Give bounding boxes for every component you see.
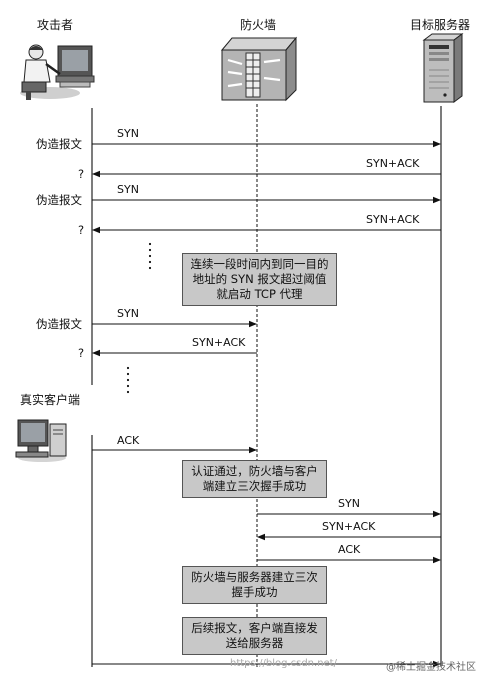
continuation-dots-1 [148, 242, 152, 270]
ack-label-2: ACK [338, 543, 361, 556]
question-label-3: ? [78, 346, 84, 360]
attacker-header: 攻击者 [37, 18, 73, 32]
client-icon [15, 419, 67, 462]
forged-label-3: 伪造报文 [36, 317, 82, 331]
client-header: 真实客户端 [20, 392, 80, 407]
note-direct-forward: 后续报文，客户端直接发送给服务器 [182, 617, 327, 655]
firewall-icon [220, 36, 298, 102]
forged-label-2: 伪造报文 [36, 193, 82, 207]
continuation-dots-2 [126, 366, 130, 394]
attacker-icon [20, 44, 95, 100]
question-label-2: ? [78, 223, 84, 237]
synack-label-4: SYN+ACK [322, 520, 376, 533]
watermark-credit: @稀土掘金技术社区 [386, 662, 476, 673]
server-icon [422, 33, 464, 103]
watermark-url: https://blog.csdn.net/ [230, 658, 337, 669]
synack-label-3: SYN+ACK [192, 336, 246, 349]
note-server-handshake: 防火墙与服务器建立三次握手成功 [182, 566, 327, 604]
note-client-handshake: 认证通过，防火墙与客户端建立三次握手成功 [182, 460, 327, 498]
syn-label-3: SYN [117, 307, 139, 320]
syn-label-2: SYN [117, 183, 139, 196]
syn-label-1: SYN [117, 127, 139, 140]
syn-label-4: SYN [338, 497, 360, 510]
synack-label-2: SYN+ACK [366, 213, 420, 226]
question-label-1: ? [78, 167, 84, 181]
note-tcp-proxy: 连续一段时间内到同一目的地址的 SYN 报文超过阈值就启动 TCP 代理 [182, 253, 337, 306]
firewall-header: 防火墙 [240, 17, 276, 32]
server-header: 目标服务器 [410, 17, 470, 32]
ack-label-1: ACK [117, 434, 140, 447]
forged-label-1: 伪造报文 [36, 137, 82, 151]
synack-label-1: SYN+ACK [366, 157, 420, 170]
